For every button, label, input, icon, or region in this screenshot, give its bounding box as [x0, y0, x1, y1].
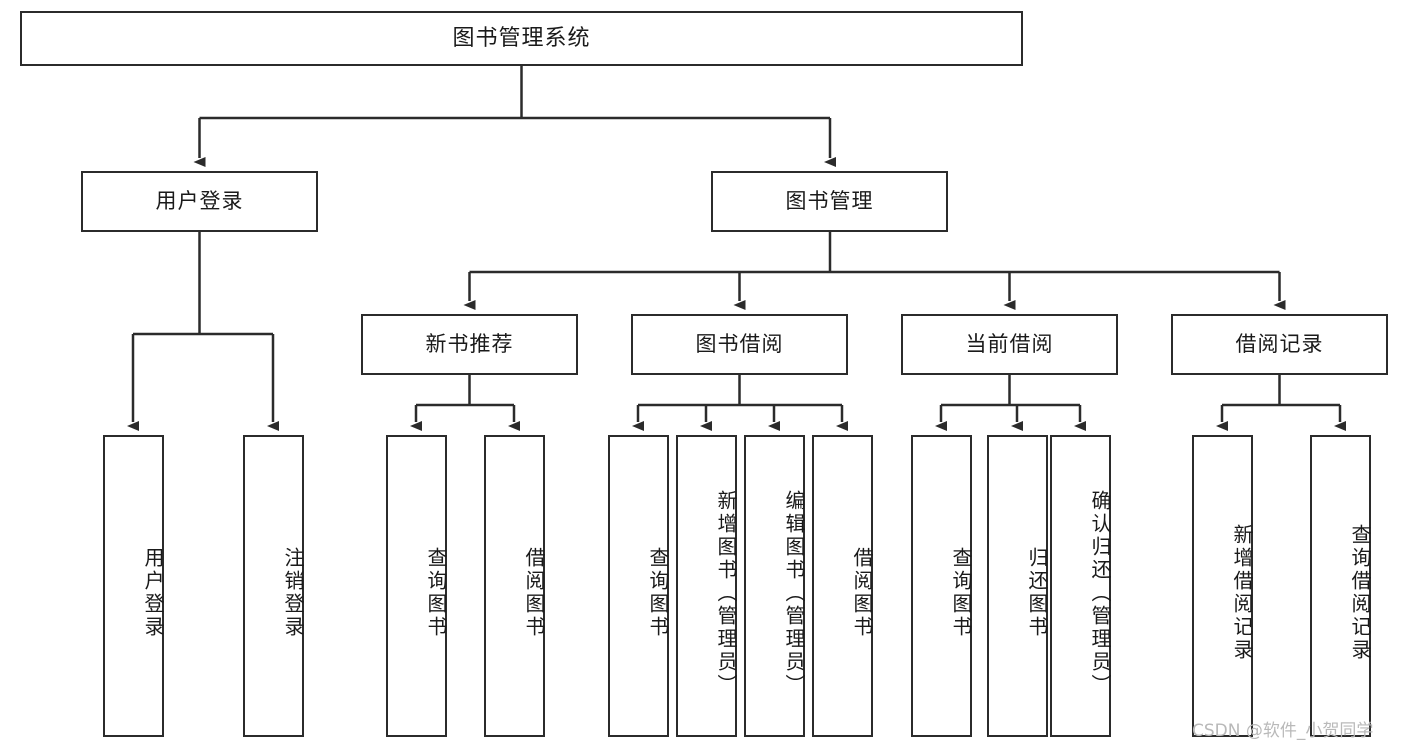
node-root[interactable]: 图书管理系统 — [20, 11, 1023, 66]
leaf-edit-book-admin-label: 编辑图书（管理员） — [782, 489, 804, 697]
leaf-borrow-book-rec[interactable]: 借阅图书 — [484, 435, 545, 737]
leaf-add-borrow-record[interactable]: 新增借阅记录 — [1192, 435, 1253, 737]
leaf-borrow-book[interactable]: 借阅图书 — [812, 435, 873, 737]
leaf-add-book-admin-label: 新增图书（管理员） — [714, 489, 736, 697]
leaf-query-book-rec[interactable]: 查询图书 — [386, 435, 447, 737]
leaf-query-borrow-record-label: 查询借阅记录 — [1348, 524, 1370, 662]
leaf-query-book-borrow-label: 查询图书 — [646, 547, 668, 639]
leaf-logout-login[interactable]: 注销登录 — [243, 435, 304, 737]
node-new-book-recommendation[interactable]: 新书推荐 — [361, 314, 578, 375]
leaf-query-borrow-record[interactable]: 查询借阅记录 — [1310, 435, 1371, 737]
leaf-query-book-rec-label: 查询图书 — [424, 547, 446, 639]
leaf-user-login-label: 用户登录 — [141, 547, 163, 639]
node-borrow-record-label: 借阅记录 — [1235, 332, 1324, 356]
leaf-borrow-book-label: 借阅图书 — [850, 547, 872, 639]
leaf-confirm-return-admin[interactable]: 确认归还（管理员） — [1050, 435, 1111, 737]
leaf-logout-login-label: 注销登录 — [281, 547, 303, 639]
node-borrow-record[interactable]: 借阅记录 — [1171, 314, 1388, 375]
node-book-borrow[interactable]: 图书借阅 — [631, 314, 848, 375]
node-new-book-recommendation-label: 新书推荐 — [425, 332, 514, 356]
node-book-borrow-label: 图书借阅 — [695, 332, 784, 356]
leaf-return-book[interactable]: 归还图书 — [987, 435, 1048, 737]
leaf-return-book-label: 归还图书 — [1025, 547, 1047, 639]
node-book-management-label: 图书管理 — [785, 189, 874, 213]
node-book-management[interactable]: 图书管理 — [711, 171, 948, 232]
node-user-login[interactable]: 用户登录 — [81, 171, 318, 232]
leaf-user-login[interactable]: 用户登录 — [103, 435, 164, 737]
leaf-query-book-current[interactable]: 查询图书 — [911, 435, 972, 737]
node-user-login-label: 用户登录 — [155, 189, 244, 213]
node-current-borrow[interactable]: 当前借阅 — [901, 314, 1118, 375]
leaf-borrow-book-rec-label: 借阅图书 — [522, 547, 544, 639]
leaf-edit-book-admin[interactable]: 编辑图书（管理员） — [744, 435, 805, 737]
leaf-confirm-return-admin-label: 确认归还（管理员） — [1088, 489, 1110, 697]
watermark-text: CSDN @软件_小贺同学 — [1192, 721, 1374, 741]
leaf-add-book-admin[interactable]: 新增图书（管理员） — [676, 435, 737, 737]
leaf-add-borrow-record-label: 新增借阅记录 — [1230, 524, 1252, 662]
leaf-query-book-current-label: 查询图书 — [949, 547, 971, 639]
node-current-borrow-label: 当前借阅 — [965, 332, 1054, 356]
leaf-query-book-borrow[interactable]: 查询图书 — [608, 435, 669, 737]
node-root-label: 图书管理系统 — [452, 25, 591, 51]
